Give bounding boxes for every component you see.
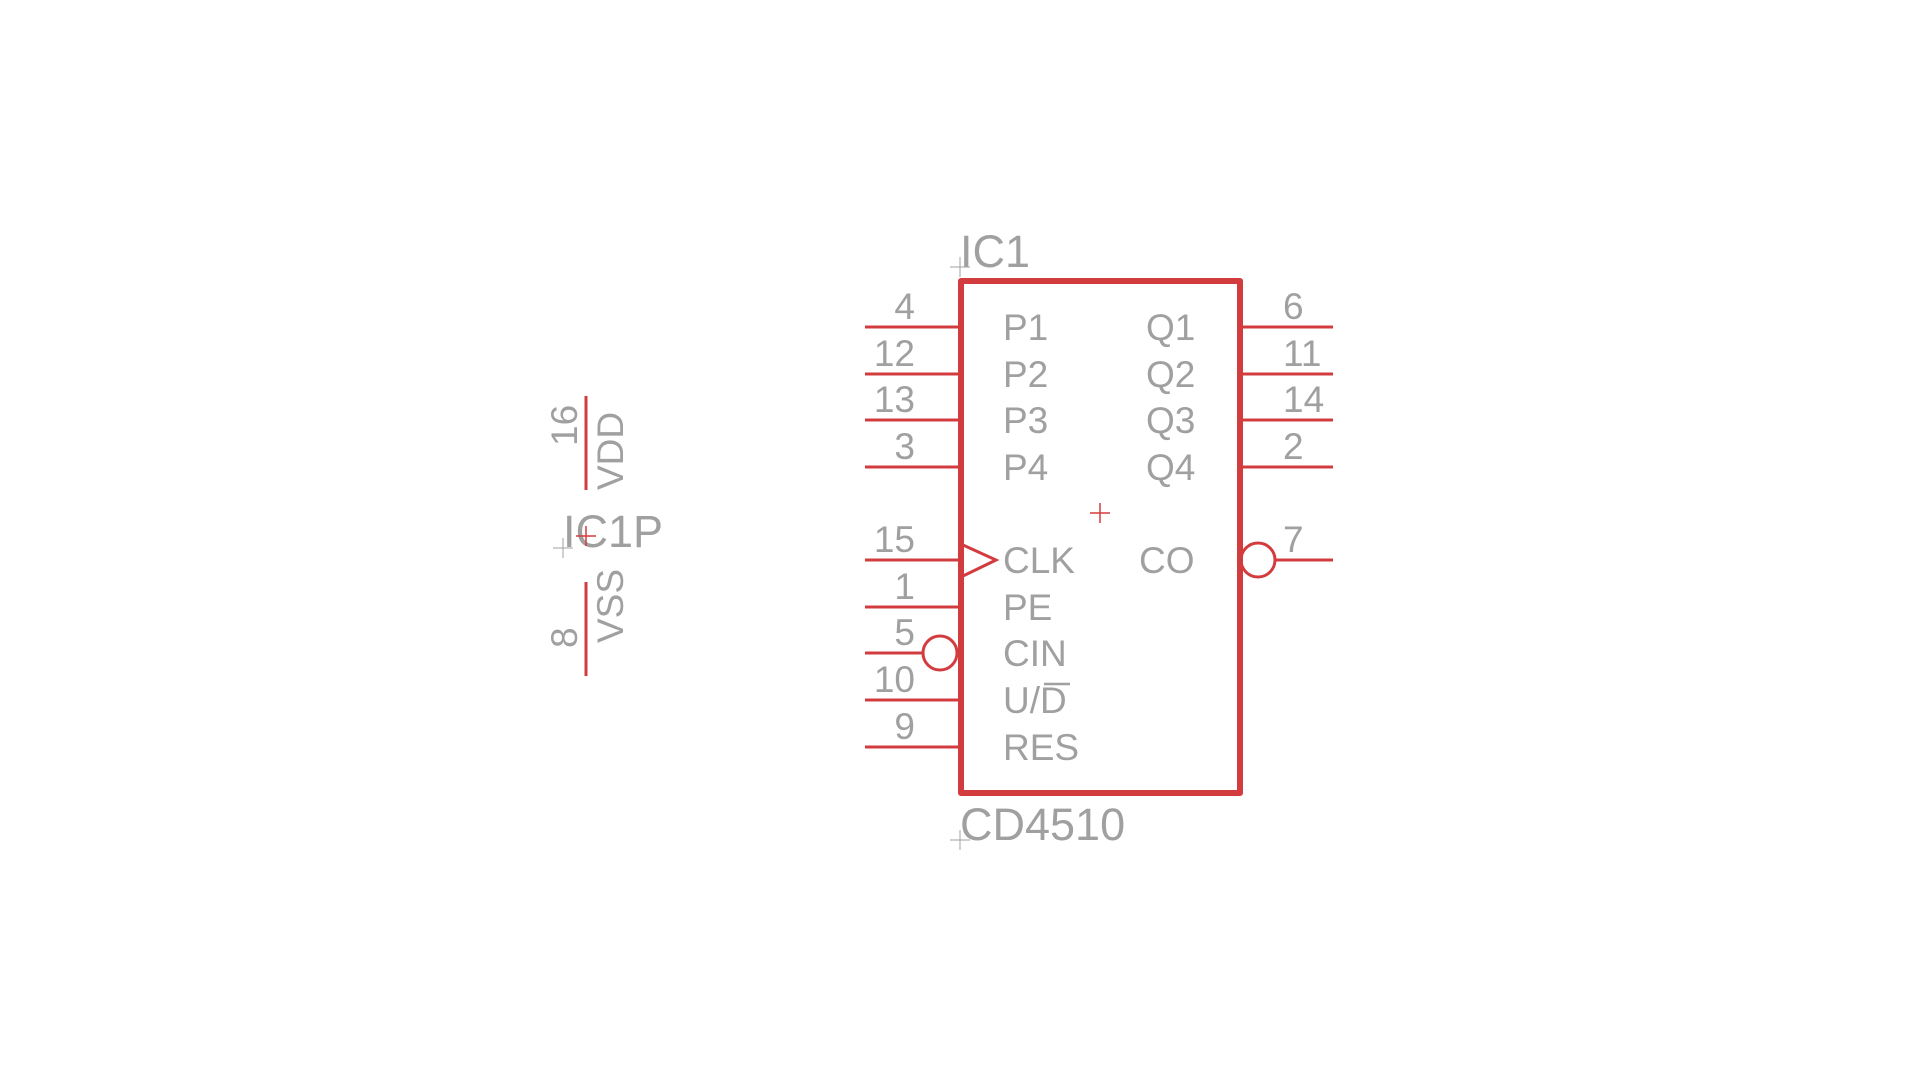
vss-pin-label: VSS <box>590 569 631 643</box>
pin-number: 4 <box>894 286 915 327</box>
ic1p-center-cross <box>576 526 596 546</box>
ic1-center-cross <box>1090 503 1110 523</box>
pin-q4[interactable]: 2Q4 <box>1146 426 1333 488</box>
pin-label: Q1 <box>1146 307 1195 348</box>
pin-number: 15 <box>874 519 915 560</box>
pin-number: 1 <box>894 566 915 607</box>
pin-number: 10 <box>874 659 915 700</box>
pin-pe[interactable]: 1PE <box>865 566 1052 628</box>
pin-number: 6 <box>1283 286 1304 327</box>
pin-u-d[interactable]: 10U/D <box>865 659 1070 721</box>
vss-pin-number: 8 <box>544 627 585 648</box>
pin-number: 5 <box>894 612 915 653</box>
pin-label: P4 <box>1003 447 1048 488</box>
ic1p-power-symbol[interactable]: IC1P 16 VDD 8 VSS <box>544 396 663 676</box>
inversion-bubble <box>1239 541 1277 579</box>
ic1-value-cross <box>950 830 970 850</box>
pin-label: RES <box>1003 727 1079 768</box>
vdd-pin-number: 16 <box>544 405 585 446</box>
pin-label: CIN <box>1003 633 1067 674</box>
pin-label: Q3 <box>1146 400 1195 441</box>
pin-label: U/D <box>1003 680 1067 721</box>
pin-label: P2 <box>1003 354 1048 395</box>
pin-number: 11 <box>1283 333 1321 374</box>
pin-label: CLK <box>1003 540 1075 581</box>
ic1-origin-cross <box>950 257 970 277</box>
ic1-name-label: IC1 <box>960 226 1030 277</box>
pin-number: 2 <box>1283 426 1304 467</box>
ic1-value-label: CD4510 <box>960 799 1125 850</box>
pin-number: 7 <box>1283 519 1304 560</box>
inversion-bubble <box>921 634 959 672</box>
pin-label: Q2 <box>1146 354 1195 395</box>
pin-co[interactable]: 7CO <box>1139 519 1333 581</box>
ic1p-name-label: IC1P <box>563 506 663 557</box>
pin-number: 12 <box>874 333 915 374</box>
pin-number: 9 <box>894 706 915 747</box>
pin-label: Q4 <box>1146 447 1195 488</box>
pin-number: 14 <box>1283 379 1324 420</box>
clock-triangle-icon <box>962 543 1000 578</box>
ic1-symbol[interactable]: IC1 CD4510 4P112P213P33P415CLK1PE5CIN10U… <box>865 226 1333 850</box>
pin-number: 13 <box>874 379 915 420</box>
ic1p-origin-cross <box>553 538 573 558</box>
pin-label: P3 <box>1003 400 1048 441</box>
pin-label: P1 <box>1003 307 1048 348</box>
vdd-pin-label: VDD <box>590 412 631 490</box>
pin-number: 3 <box>894 426 915 467</box>
pin-q1[interactable]: 6Q1 <box>1146 286 1333 348</box>
pin-p4[interactable]: 3P4 <box>865 426 1048 488</box>
ic1-body <box>958 278 1243 796</box>
pin-p1[interactable]: 4P1 <box>865 286 1048 348</box>
pin-label: CO <box>1139 540 1195 581</box>
pin-label: PE <box>1003 587 1052 628</box>
